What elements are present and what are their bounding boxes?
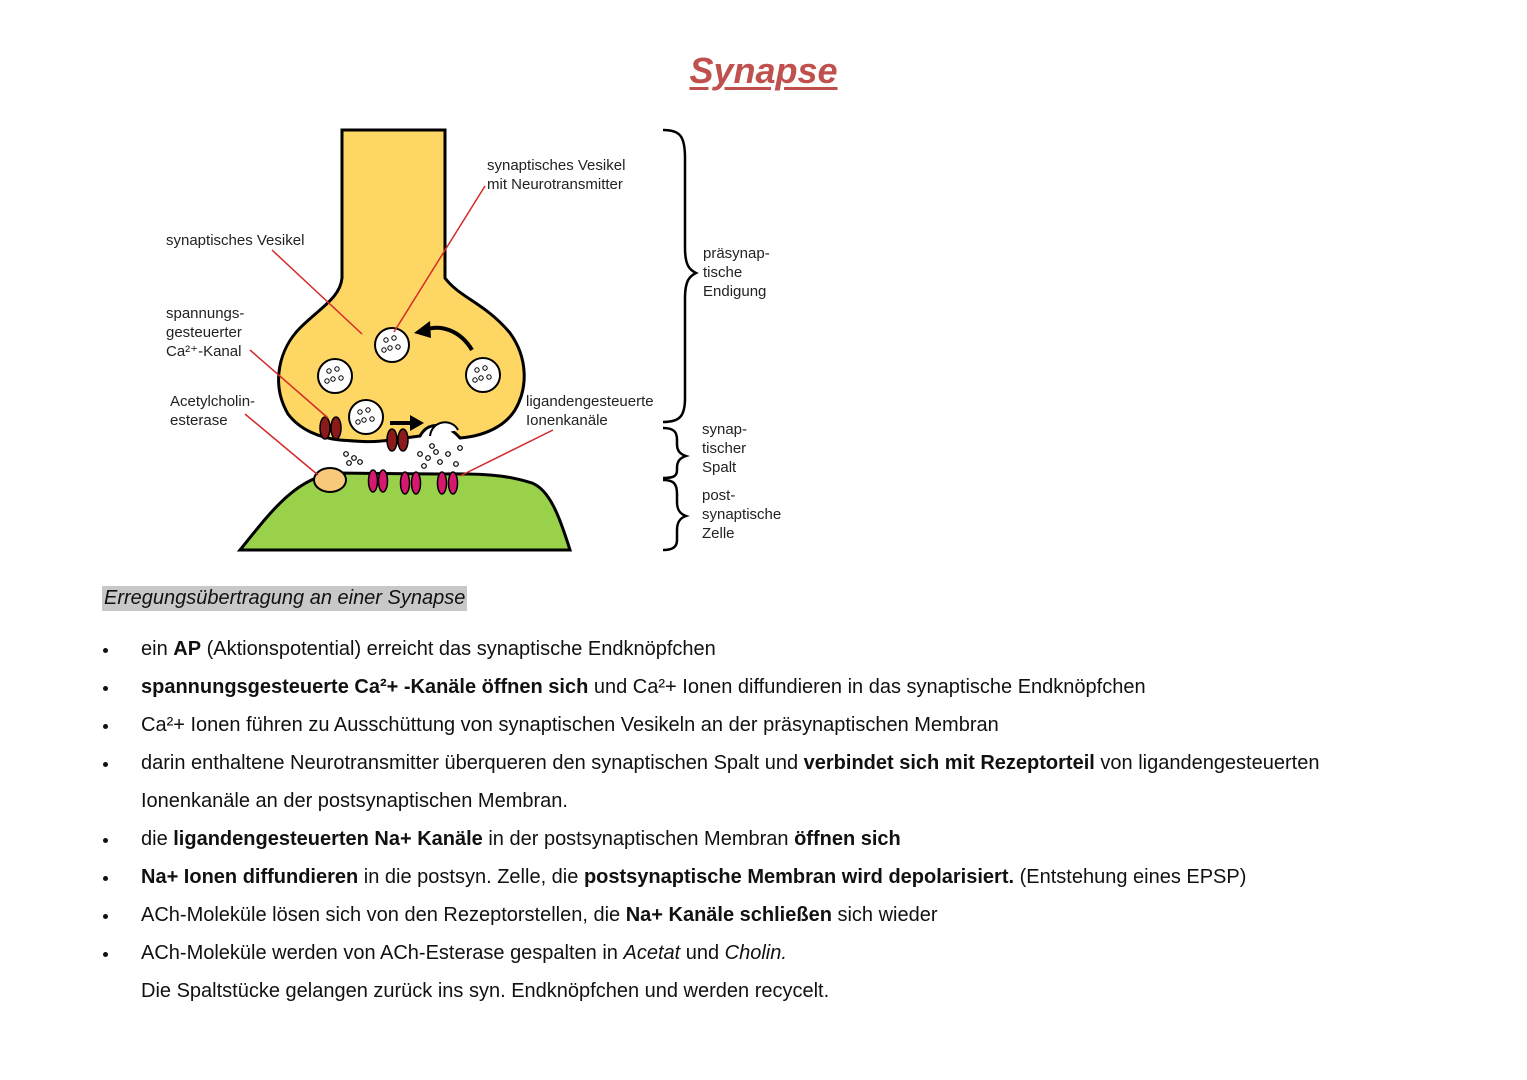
text-run: und Ca²+ Ionen diffundieren in das synap… xyxy=(588,676,1146,698)
label-pre-line3: Endigung xyxy=(703,283,766,300)
text-run: sich wieder xyxy=(831,904,938,926)
brace-cleft xyxy=(662,426,690,480)
label-cleft-line2: tischer xyxy=(702,440,746,457)
text-run: Ca²+ Ionen führen zu Ausschüttung von sy… xyxy=(141,714,999,736)
label-ca-channel-line1: spannungs- xyxy=(166,305,244,322)
label-ligand-line1: ligandengesteuerte xyxy=(526,393,654,410)
label-post-line2: synaptische xyxy=(702,506,781,523)
vesicle-bottom xyxy=(348,399,384,435)
label-ligand-line2: Ionenkanäle xyxy=(526,412,608,429)
bold-text: AP xyxy=(173,638,202,660)
synapse-illustration: synaptisches Vesikel mit Neurotransmitte… xyxy=(166,128,781,552)
section-heading: Erregungsübertragung an einer Synapse xyxy=(102,586,468,611)
label-esterase-line2: esterase xyxy=(170,412,228,429)
neurotransmitter-molecules xyxy=(343,443,463,469)
bullet-list: ein AP (Aktionspotential) erreicht das s… xyxy=(102,630,1462,1010)
label-ca-channel-line2: gesteuerter xyxy=(166,324,242,341)
ligand-gated-receptors xyxy=(367,469,459,495)
list-item: ACh-Moleküle lösen sich von den Rezeptor… xyxy=(102,896,1462,934)
text-run: die xyxy=(141,828,174,850)
text-run: in der postsynaptischen Membran xyxy=(482,828,795,850)
straight-arrow-head xyxy=(410,415,424,431)
list-item: die ligandengesteuerten Na+ Kanäle in de… xyxy=(102,820,1462,858)
bold-text: spannungsgesteuerte Ca²+ -Kanäle öffnen … xyxy=(141,676,589,698)
curved-arrow-head xyxy=(414,321,431,338)
synapse-diagram: synaptisches Vesikel mit Neurotransmitte… xyxy=(140,118,840,568)
label-pre-line1: präsynap- xyxy=(703,245,770,262)
label-post-line3: Zelle xyxy=(702,525,735,542)
bold-text: ligandengesteuerten Na+ Kanäle xyxy=(173,828,483,850)
bold-text: Na+ Kanäle schließen xyxy=(625,904,832,926)
pointer-lines xyxy=(244,185,554,477)
text-run: in die postsyn. Zelle, die xyxy=(358,866,584,888)
label-pre-line2: tische xyxy=(703,264,742,281)
list-item: ein AP (Aktionspotential) erreicht das s… xyxy=(102,630,1462,668)
vesicle-right xyxy=(465,357,501,393)
label-cleft-line1: synap- xyxy=(702,421,747,438)
text-run: von ligandengesteuerten xyxy=(1094,752,1320,774)
italic-text: Cholin. xyxy=(724,942,787,964)
vesicle-top xyxy=(374,327,410,363)
label-cleft-line3: Spalt xyxy=(702,459,737,476)
postsynaptic-cell xyxy=(236,471,573,552)
text-run: (Aktionspotential) erreicht das synaptis… xyxy=(201,638,716,660)
list-item-continuation: Ionenkanäle an der postsynaptischen Memb… xyxy=(102,782,1462,820)
page-title: Synapse xyxy=(689,50,838,91)
bold-text: Na+ Ionen diffundieren xyxy=(141,866,359,888)
italic-text: Acetat xyxy=(623,942,681,964)
list-item: Na+ Ionen diffundieren in die postsyn. Z… xyxy=(102,858,1462,896)
list-item: darin enthaltene Neurotransmitter überqu… xyxy=(102,744,1462,782)
text-run: Die Spaltstücke gelangen zurück ins syn.… xyxy=(141,980,830,1002)
list-item: ACh-Moleküle werden von ACh-Esterase ges… xyxy=(102,934,1462,972)
bold-text: verbindet sich mit Rezeptorteil xyxy=(803,752,1095,774)
text-run: ACh-Moleküle werden von ACh-Esterase ges… xyxy=(141,942,624,964)
brace-postsynaptic xyxy=(662,478,690,552)
label-esterase-line1: Acetylcholin- xyxy=(170,393,255,410)
list-item: Ca²+ Ionen führen zu Ausschüttung von sy… xyxy=(102,706,1462,744)
vesicle-left xyxy=(317,358,353,394)
list-item: spannungsgesteuerte Ca²+ -Kanäle öffnen … xyxy=(102,668,1462,706)
text-run: ein xyxy=(141,638,174,660)
text-run: darin enthaltene Neurotransmitter überqu… xyxy=(141,752,804,774)
text-run: Ionenkanäle an der postsynaptischen Memb… xyxy=(141,790,568,812)
label-ca-channel-line3: Ca²⁺-Kanal xyxy=(166,343,241,360)
label-vesicle: synaptisches Vesikel xyxy=(166,232,304,249)
label-vesicle-nt-line1: synaptisches Vesikel xyxy=(487,157,625,174)
ca-channel-right xyxy=(386,428,409,452)
text-run: (Entstehung eines EPSP) xyxy=(1014,866,1247,888)
ca-channel-left xyxy=(319,416,342,440)
list-item-continuation: Die Spaltstücke gelangen zurück ins syn.… xyxy=(102,972,1462,1010)
label-post-line1: post- xyxy=(702,487,735,504)
acetylcholinesterase xyxy=(313,467,347,493)
brace-presynaptic xyxy=(662,128,699,424)
exocytosis-opening xyxy=(429,421,459,437)
text-run: ACh-Moleküle lösen sich von den Rezeptor… xyxy=(141,904,626,926)
label-vesicle-nt-line2: mit Neurotransmitter xyxy=(487,176,623,193)
text-run: und xyxy=(680,942,725,964)
bold-text: postsynaptische Membran wird depolarisie… xyxy=(583,866,1015,888)
bold-text: öffnen sich xyxy=(794,828,901,850)
